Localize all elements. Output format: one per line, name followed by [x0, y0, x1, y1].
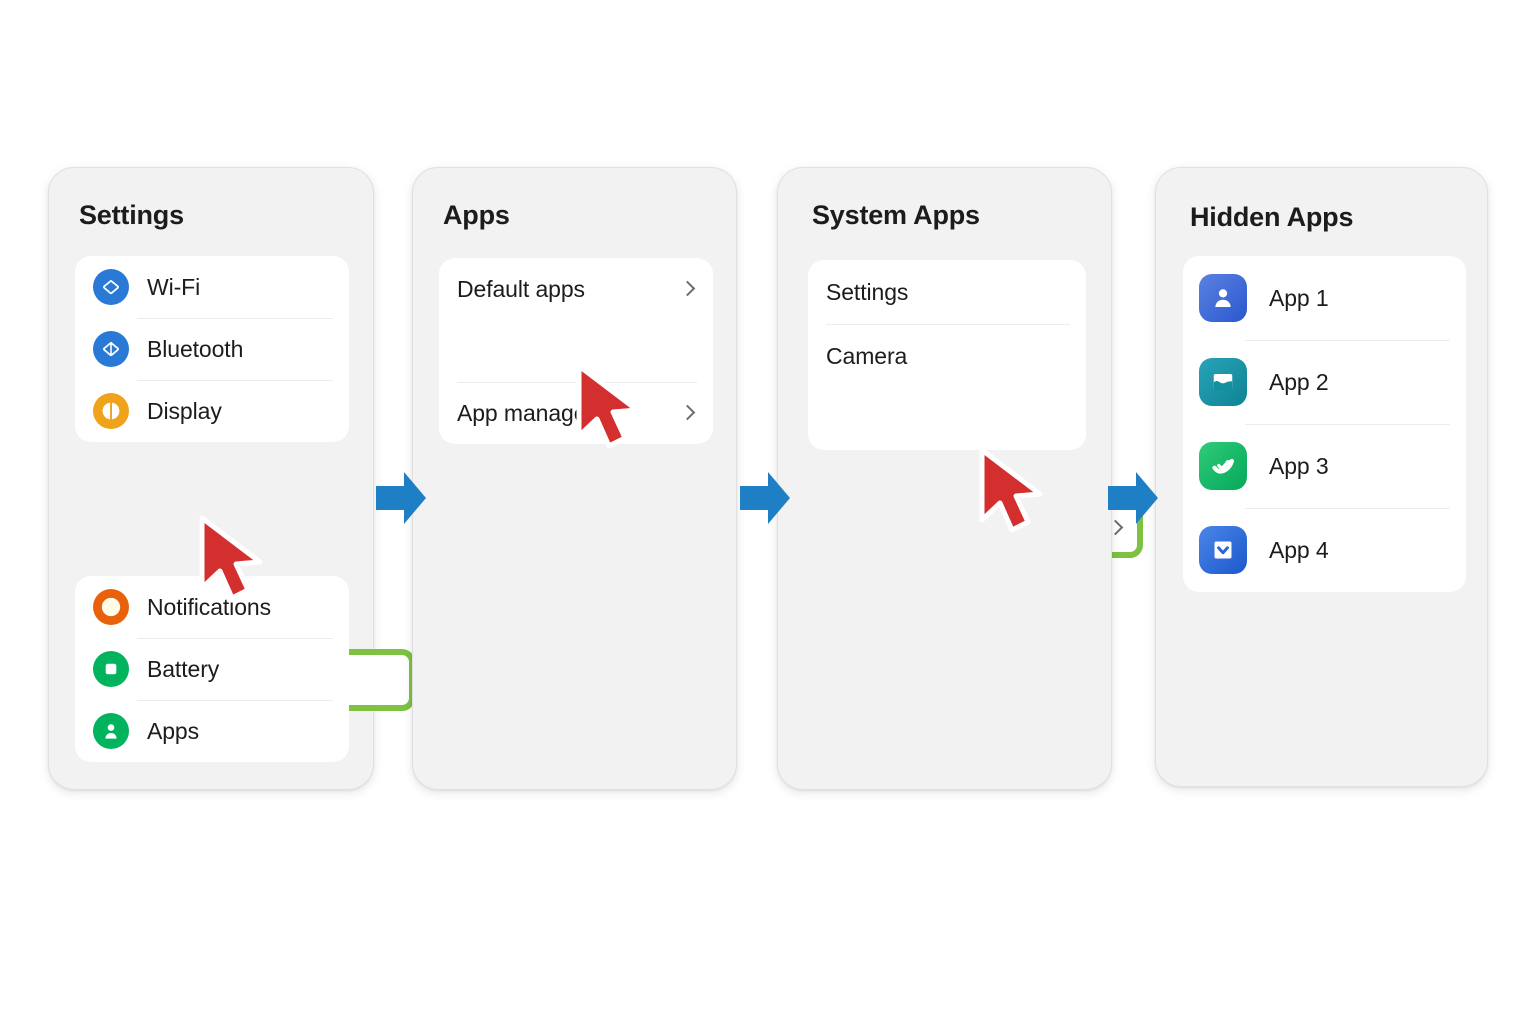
list-item-app-1[interactable]: App 1: [1183, 256, 1466, 340]
list-item-label: Apps: [147, 717, 200, 744]
list-item-label: App manager: [457, 399, 594, 426]
app2-gallery-icon: [1199, 358, 1247, 406]
system-apps-group: Settings Camera Hidden Apps: [808, 260, 1086, 450]
flow-arrow-2: [740, 472, 790, 524]
list-item-label: App 3: [1269, 452, 1329, 479]
list-item-default-apps[interactable]: Default apps: [439, 258, 713, 320]
wifi-icon: [93, 269, 129, 305]
list-item-label: Camera: [826, 342, 908, 369]
list-item-settings[interactable]: Settings: [808, 260, 1086, 324]
page-title: Hidden Apps: [1190, 202, 1354, 232]
list-item-label: App 2: [1269, 368, 1329, 395]
list-item-bluetooth[interactable]: Bluetooth: [75, 318, 349, 380]
panel-apps: Apps Default apps System apps App manage…: [412, 167, 1143, 790]
hidden-apps-group: App 1 App 2 App 3 App 4: [1183, 256, 1466, 592]
flow-arrow-1: [376, 472, 426, 524]
page-title: Settings: [79, 200, 184, 230]
list-item-label: App 4: [1269, 536, 1329, 563]
page-title: System Apps: [812, 200, 980, 230]
settings-group-top: Wi-Fi Bluetooth Display: [75, 256, 349, 442]
flow-arrow-3: [1108, 472, 1158, 524]
app1-person-icon: [1199, 274, 1247, 322]
settings-group-bottom: Notifications Battery Apps: [75, 576, 349, 762]
panel-system-apps: System Apps Settings Camera Hidden Apps …: [777, 167, 1112, 790]
list-item-camera[interactable]: Camera: [808, 324, 1086, 388]
list-item-app-3[interactable]: App 3: [1183, 424, 1466, 508]
app3-check-icon: [1199, 442, 1247, 490]
list-item-label: Bluetooth: [147, 335, 244, 362]
list-item-app-4[interactable]: App 4: [1183, 508, 1466, 592]
list-item-label: App 1: [1269, 284, 1329, 311]
apps-person-icon: [93, 713, 129, 749]
bluetooth-icon: [93, 331, 129, 367]
panel-settings: Settings Wi-Fi Bluetooth Display: [48, 167, 415, 790]
notifications-icon: [93, 589, 129, 625]
panel-hidden-apps: Hidden Apps App 1 App 2 App 3: [1155, 167, 1488, 787]
chevron-right-icon: [679, 280, 696, 297]
list-item-label: Display: [147, 397, 222, 424]
page-title: Apps: [443, 200, 510, 230]
battery-icon: [93, 651, 129, 687]
list-item-notifications[interactable]: Notifications: [75, 576, 349, 638]
list-item-app-manager[interactable]: App manager: [439, 382, 713, 444]
chevron-right-icon: [679, 404, 696, 421]
list-item-label: Wi-Fi: [147, 273, 201, 300]
app4-download-icon: [1199, 526, 1247, 574]
list-item-apps[interactable]: Apps: [75, 700, 349, 762]
list-item-label: Battery: [147, 655, 220, 682]
list-item-wifi[interactable]: Wi-Fi: [75, 256, 349, 318]
list-item-label: Default apps: [457, 275, 585, 302]
display-icon: [93, 393, 129, 429]
list-item-label: Notifications: [147, 593, 271, 620]
apps-group: Default apps System apps App manager: [439, 258, 713, 444]
list-item-battery[interactable]: Battery: [75, 638, 349, 700]
list-item-label: Settings: [826, 278, 909, 305]
list-item-display[interactable]: Display: [75, 380, 349, 442]
list-item-app-2[interactable]: App 2: [1183, 340, 1466, 424]
